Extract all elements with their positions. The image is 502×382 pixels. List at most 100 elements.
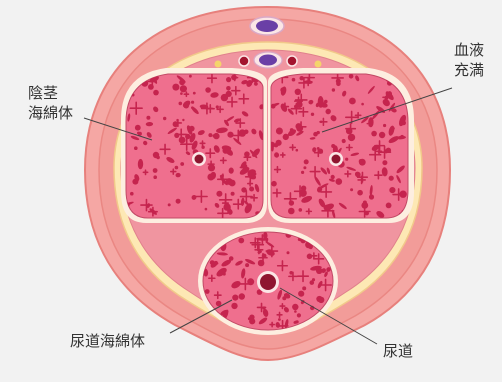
sinusoid-spot: [304, 159, 309, 164]
sinusoid-spot: [349, 98, 356, 105]
label-blood-fill-line1: 血液: [454, 40, 484, 60]
sinusoid-spot: [301, 186, 306, 191]
sinusoid-spot: [271, 181, 277, 187]
sinusoid-spot: [346, 128, 353, 135]
sinusoid-spot: [287, 251, 290, 254]
sinusoid-spot: [324, 205, 330, 211]
sinusoid-spot: [223, 272, 226, 275]
cavernous-artery-right-lumen: [332, 155, 341, 164]
sinusoid-spot: [297, 313, 301, 317]
sinusoid-spot: [179, 102, 183, 106]
sinusoid-spot: [182, 119, 184, 121]
sinusoid-spot: [303, 166, 306, 169]
dorsal-artery-right: [287, 56, 297, 66]
dorsal-artery-left: [239, 56, 249, 66]
sinusoid-spot: [301, 171, 304, 174]
sinusoid-spot: [191, 101, 194, 104]
sinusoid-spot: [174, 133, 179, 138]
cavernous-artery-left-lumen: [195, 155, 204, 164]
sinusoid-spot: [189, 126, 195, 132]
label-corpus-cavernosum: 陰茎 海綿体: [28, 83, 73, 123]
sinusoid-spot: [254, 82, 258, 86]
sinusoid-spot: [175, 166, 179, 170]
sinusoid-spot: [227, 132, 233, 138]
dorsal-vein-deep-lumen: [259, 55, 277, 66]
sinusoid-spot: [361, 103, 364, 106]
sinusoid-spot: [226, 86, 231, 91]
sinusoid-spot: [180, 85, 187, 92]
sinusoid-spot: [241, 187, 246, 192]
sinusoid-spot: [130, 192, 134, 196]
label-urethra: 尿道: [383, 341, 413, 361]
sinusoid-spot: [363, 201, 367, 205]
sinusoid-spot: [332, 88, 335, 91]
sinusoid-spot: [216, 191, 222, 197]
sinusoid-spot: [296, 123, 302, 129]
sinusoid-spot: [294, 321, 297, 324]
sinusoid-spot: [365, 211, 369, 215]
sinusoid-spot: [389, 176, 394, 181]
sinusoid-spot: [288, 208, 295, 215]
sinusoid-spot: [210, 260, 215, 265]
sinusoid-spot: [389, 187, 395, 193]
dorsal-nerve-right: [315, 61, 322, 68]
sinusoid-spot: [384, 96, 388, 100]
sinusoid-spot: [213, 134, 216, 137]
sinusoid-spot: [231, 192, 235, 196]
sinusoid-spot: [348, 134, 355, 141]
sinusoid-spot: [345, 158, 348, 161]
sinusoid-spot: [231, 75, 237, 81]
sinusoid-spot: [146, 116, 150, 120]
sinusoid-spot: [216, 301, 222, 307]
sinusoid-spot: [336, 82, 341, 87]
dorsal-nerve-left: [215, 61, 222, 68]
sinusoid-spot: [205, 289, 210, 294]
sinusoid-spot: [229, 256, 234, 261]
sinusoid-spot: [248, 317, 251, 320]
sinusoid-spot: [369, 194, 374, 199]
sinusoid-spot: [386, 203, 392, 209]
sinusoid-spot: [216, 262, 218, 264]
sinusoid-spot: [183, 103, 189, 109]
sinusoid-spot: [239, 129, 246, 136]
sinusoid-spot: [176, 199, 181, 204]
sinusoid-spot: [238, 238, 244, 244]
sinusoid-spot: [357, 190, 363, 196]
sinusoid-spot: [156, 156, 160, 160]
label-corpus-cavernosum-line2: 海綿体: [28, 103, 73, 123]
sinusoid-spot: [249, 187, 254, 192]
sinusoid-spot: [221, 94, 228, 101]
sinusoid-spot: [312, 278, 315, 281]
sinusoid-spot: [371, 131, 377, 137]
sinusoid-spot: [207, 174, 214, 181]
label-corpus-spongiosum: 尿道海綿体: [70, 331, 145, 351]
sinusoid-spot: [216, 105, 219, 108]
sinusoid-spot: [132, 179, 138, 185]
sinusoid-spot: [295, 89, 301, 95]
sinusoid-spot: [382, 160, 387, 165]
sinusoid-spot: [208, 133, 212, 137]
sinusoid-spot: [318, 297, 324, 303]
sinusoid-spot: [205, 208, 208, 211]
sinusoid-spot: [399, 191, 406, 198]
sinusoid-spot: [294, 310, 297, 313]
sinusoid-spot: [232, 295, 238, 301]
sinusoid-spot: [138, 132, 142, 136]
sinusoid-spot: [262, 254, 267, 259]
sinusoid-spot: [205, 87, 211, 93]
sinusoid-spot: [173, 121, 179, 127]
sinusoid-spot: [311, 113, 314, 116]
sinusoid-spot: [245, 263, 249, 267]
label-blood-fill-line2: 充満: [454, 60, 484, 80]
sinusoid-spot: [231, 303, 237, 309]
label-corpus-cavernosum-line1: 陰茎: [28, 83, 73, 103]
sinusoid-spot: [349, 74, 354, 79]
sinusoid-spot: [180, 162, 184, 166]
sinusoid-spot: [153, 168, 158, 173]
sinusoid-spot: [226, 77, 231, 82]
sinusoid-spot: [299, 208, 303, 212]
sinusoid-spot: [298, 291, 304, 297]
sinusoid-spot: [296, 149, 299, 152]
